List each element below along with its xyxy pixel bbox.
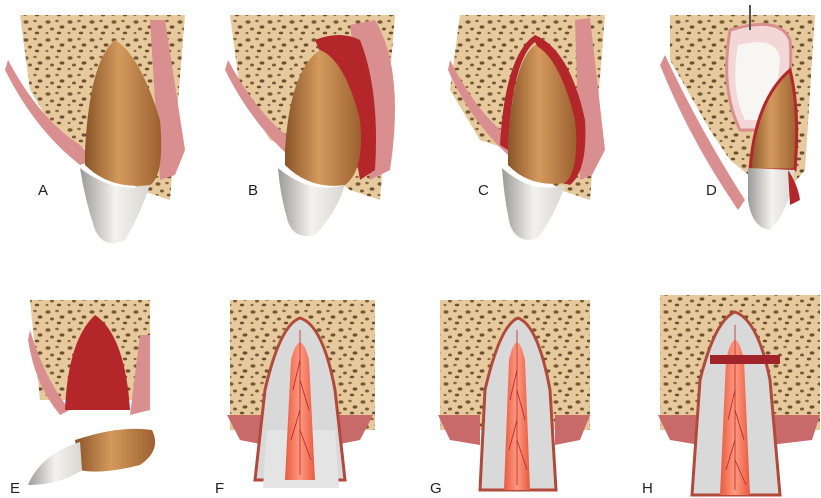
panel-label: E [10,480,20,497]
avulsed-crown [28,442,82,485]
gingiva-right [770,415,820,445]
panel-h-root-fracture: H [640,290,820,498]
panel-f-cross-section: F [205,290,385,498]
panel-b-tooth-displaced: B [200,0,410,260]
panel-label: F [215,480,224,497]
avulsed-root [75,429,155,472]
panel-label: G [430,480,442,497]
panel-label: D [706,182,717,199]
panel-label: B [248,182,258,199]
panel-a-tooth-in-socket: A [0,0,200,260]
panel-label: A [38,182,48,199]
panel-g-cross-section: G [420,290,600,498]
displaced-crown [748,168,795,230]
fracture-line [710,355,780,364]
panel-e-avulsed-tooth: E [0,290,200,498]
panel-c-tooth-with-blood: C [420,0,620,260]
panel-label: H [642,480,653,497]
panel-d-tooth-extruded: D [630,0,820,260]
panel-label: C [478,182,489,199]
